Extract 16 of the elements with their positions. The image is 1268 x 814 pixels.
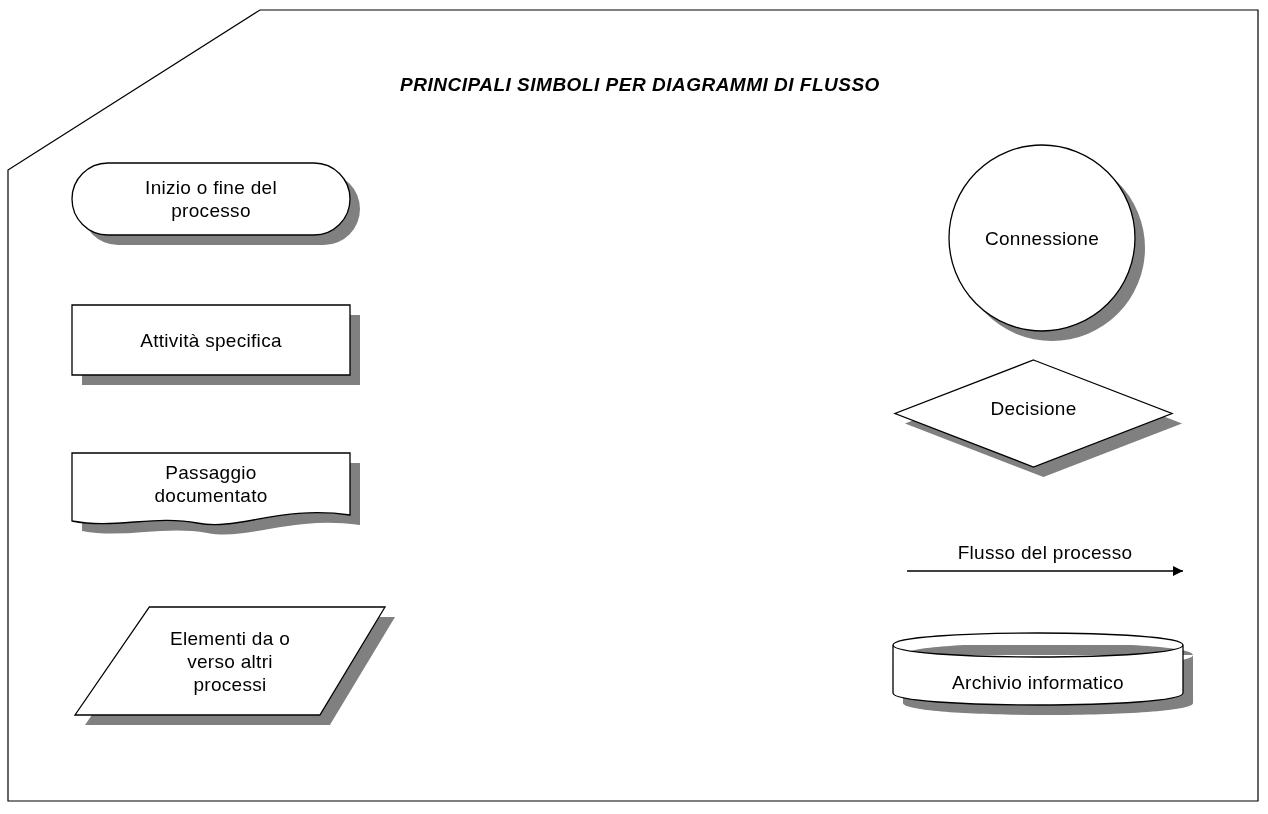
connector-circle xyxy=(949,145,1145,341)
node-label: Elementi da o verso altri processi xyxy=(168,626,292,696)
node-label: Decisione xyxy=(990,397,1077,420)
node-label: Passaggio documentato xyxy=(153,461,269,507)
document-shape xyxy=(72,453,360,537)
node-label: Inizio o fine del processo xyxy=(144,176,278,222)
node-label: Connessione xyxy=(984,226,1100,250)
data-parallelogram xyxy=(75,607,395,725)
node-label: Archivio informatico xyxy=(952,670,1124,694)
flow-caption: Flusso del processo xyxy=(956,541,1134,564)
decision-diamond xyxy=(895,360,1182,477)
process-box xyxy=(72,305,360,385)
diagram-title: PRINCIPALI SIMBOLI PER DIAGRAMMI DI FLUSSO xyxy=(399,74,881,96)
node-label: Attività specifica xyxy=(140,328,282,352)
terminator-shape xyxy=(72,163,360,245)
database-cylinder xyxy=(893,633,1193,715)
